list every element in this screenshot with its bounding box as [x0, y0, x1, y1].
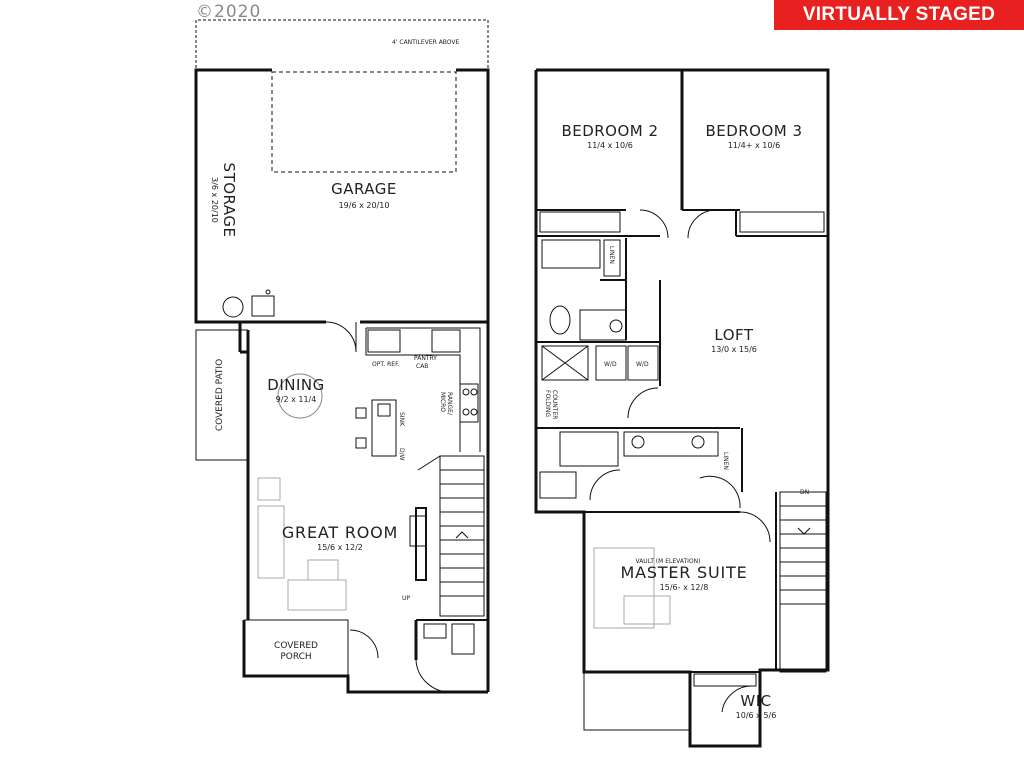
kitchen-island	[371, 399, 397, 457]
dining-table	[277, 373, 323, 419]
great-room-label: GREAT ROOM	[282, 523, 398, 542]
covered-patio-label: COVERED PATIO	[215, 359, 225, 431]
garage-label: GARAGE	[331, 180, 397, 198]
covered-porch-outline	[244, 619, 349, 676]
dining-label: DINING	[267, 376, 324, 394]
water-heater-icon	[222, 296, 244, 318]
wic-label: WIC	[740, 692, 771, 710]
linen-label-1: LINEN	[608, 246, 615, 264]
garage-door-outline	[271, 71, 457, 173]
garage-wall-left	[194, 68, 272, 324]
loft-dims: 13/0 x 15/6	[711, 345, 757, 354]
folding-counter-label-1: FOLDING	[544, 390, 551, 417]
stair-down-label: DN	[800, 489, 809, 496]
bedroom3-label: BEDROOM 3	[705, 122, 802, 140]
range-label-1: RANGE/	[446, 392, 453, 416]
bedroom3-dims: 11/4+ x 10/6	[728, 141, 780, 150]
great-room-dims: 15/6 x 12/2	[317, 543, 363, 552]
dining-dims: 9/2 x 11/4	[276, 395, 317, 404]
dishwasher-label: D/W	[398, 448, 405, 461]
upper-floor-outline	[534, 68, 830, 748]
cantilever-note: 4' CANTILEVER ABOVE	[392, 39, 460, 46]
garage-dims: 19/6 x 20/10	[339, 201, 390, 210]
stair-up-label: UP	[402, 595, 410, 602]
range-label-2: MICRO	[439, 392, 446, 412]
linen-label-2: LINEN	[722, 452, 729, 470]
loft-label: LOFT	[714, 326, 753, 344]
wic-dims: 10/6 x 5/6	[736, 711, 777, 720]
sink-label: SINK	[398, 412, 405, 427]
washer-dryer-label-1: W/D	[604, 361, 617, 368]
washer-dryer-label-2: W/D	[636, 361, 649, 368]
master-note: VAULT (M ELEVATION)	[635, 558, 700, 565]
master-suite-dims: 15/6- x 12/8	[660, 583, 709, 592]
pantry-label-1: PANTRY	[414, 355, 437, 362]
storage-dims: 3/6 x 20/10	[210, 177, 219, 223]
covered-porch-label-2: PORCH	[280, 652, 311, 662]
garage-wall-right	[456, 68, 490, 322]
bedroom2-label: BEDROOM 2	[561, 122, 658, 140]
covered-patio-outline	[195, 329, 248, 461]
bedroom2-dims: 11/4 x 10/6	[587, 141, 633, 150]
copyright-watermark: ©2020	[196, 2, 262, 22]
covered-porch-label-1: COVERED	[274, 641, 318, 651]
folding-counter-label-2: COUNTER	[551, 390, 558, 419]
opt-ref-label: OPT. REF.	[372, 361, 400, 368]
master-suite-label: MASTER SUITE	[620, 563, 747, 582]
virtually-staged-banner: VIRTUALLY STAGED	[774, 0, 1024, 30]
storage-label: STORAGE	[220, 163, 238, 238]
furnace-icon	[251, 295, 275, 317]
pantry-label-2: CAB	[416, 363, 428, 370]
